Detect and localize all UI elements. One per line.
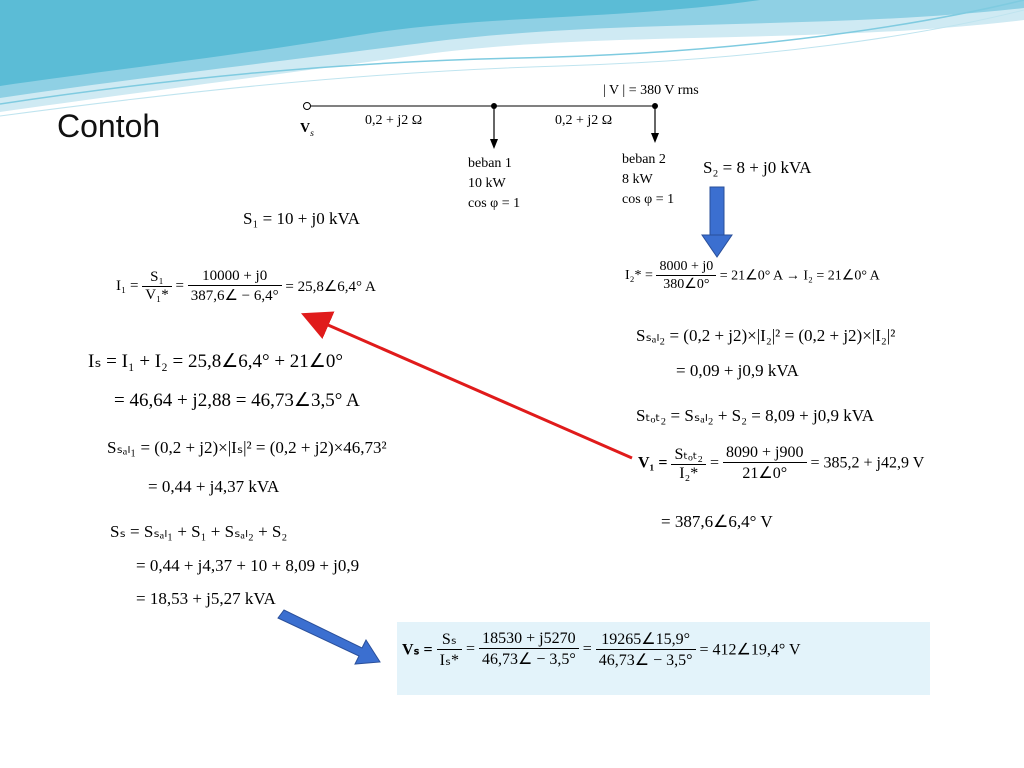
impedance-2-label: 0,2 + j2 Ω <box>555 113 613 128</box>
eq-s1: S₁ = 10 + j0 kVA <box>243 209 360 228</box>
eq-ssal1-line2: = 0,44 + j4,37 kVA <box>148 477 280 496</box>
eq-ssal2-line2: = 0,09 + j0,9 kVA <box>676 361 799 380</box>
eq-ssal2-line1: Sₛₐₗ₂ = (0,2 + j2)×|I₂|² = (0,2 + j2)×|I… <box>636 326 896 345</box>
eq-stot2: Sₜₒₜ₂ = Sₛₐₗ₂ + S₂ = 8,09 + j0,9 kVA <box>636 406 875 425</box>
eq-is-line1: Iₛ = I₁ + I₂ = 25,8∠6,4° + 21∠0° <box>88 351 343 372</box>
source-label: Vs <box>300 121 314 139</box>
vs-result-box <box>397 622 930 695</box>
load-1-label: beban 1 10 kW cos φ = 1 <box>468 156 521 211</box>
slide-title: Contoh <box>57 108 161 144</box>
eq-ss-line3: = 18,53 + j5,27 kVA <box>136 589 276 608</box>
header-wave-decoration <box>0 0 1024 117</box>
impedance-1-label: 0,2 + j2 Ω <box>365 113 423 128</box>
eq-ssal1-line1: Sₛₐₗ₁ = (0,2 + j2)×|Iₛ|² = (0,2 + j2)×46… <box>107 438 387 457</box>
blue-down-arrow <box>701 186 733 258</box>
eq-v1-line2: = 387,6∠6,4° V <box>661 512 773 531</box>
eq-s2: S₂ = 8 + j0 kVA <box>703 158 812 177</box>
eq-ss-line2: = 0,44 + j4,37 + 10 + 8,09 + j0,9 <box>136 556 360 575</box>
eq-is-line2: = 46,64 + j2,88 = 46,73∠3,5° A <box>114 390 360 411</box>
red-arrow <box>301 311 633 460</box>
eq-ss-line1: Sₛ = Sₛₐₗ₁ + S₁ + Sₛₐₗ₂ + S₂ <box>110 522 288 541</box>
blue-diagonal-arrow <box>277 609 381 665</box>
voltage-label: | V | = 380 V rms <box>603 83 699 98</box>
load-2-label: beban 2 8 kW cos φ = 1 <box>622 152 675 207</box>
circuit-diagram <box>303 102 659 149</box>
